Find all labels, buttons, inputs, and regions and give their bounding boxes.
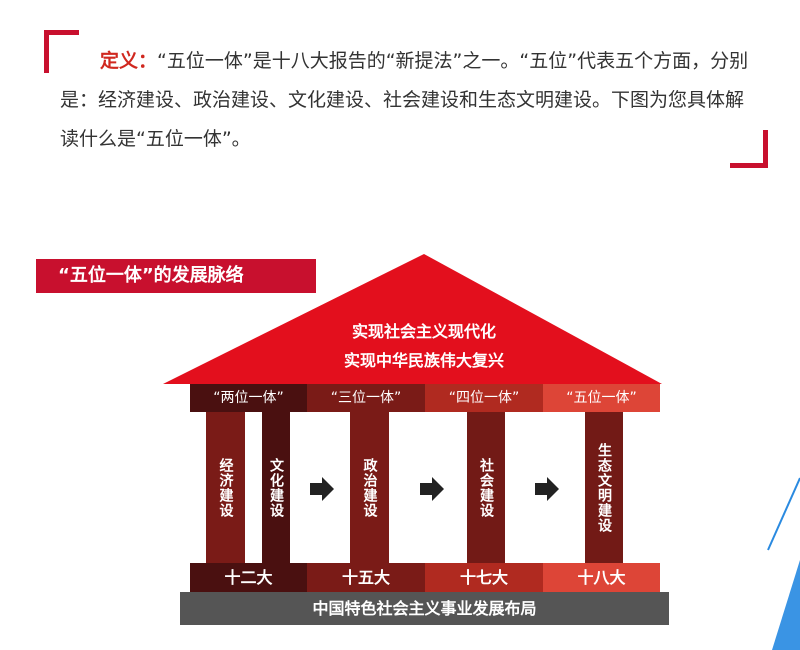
stage-header: “五位一体” — [543, 384, 660, 412]
corner-bracket-bottom-right — [730, 130, 768, 168]
definition-paragraph: 定义：“五位一体”是十八大报告的“新提法”之一。“五位”代表五个方面，分别是：经… — [60, 42, 760, 159]
stage-header: “三位一体” — [307, 384, 425, 412]
stage-header: “四位一体” — [425, 384, 543, 412]
congress-label: 十七大 — [425, 563, 543, 592]
arrow-icon — [420, 477, 444, 501]
roof-line-1: 实现社会主义现代化 — [351, 322, 496, 341]
congress-label: 十二大 — [190, 563, 307, 592]
arrow-icon — [535, 477, 559, 501]
pillar-political: 政治建设 — [350, 412, 389, 563]
congress-label: 十五大 — [307, 563, 425, 592]
definition-text: “五位一体”是十八大报告的“新提法”之一。“五位”代表五个方面，分别是：经济建设… — [60, 50, 749, 150]
pillar-economic: 经济建设 — [206, 412, 245, 563]
corner-bracket-top-left — [44, 30, 79, 73]
decor-line — [767, 477, 800, 551]
section-banner: “五位一体”的发展脉络 — [36, 259, 316, 293]
stage-header: “两位一体” — [190, 384, 307, 412]
pillar-ecological: 生态文明建设 — [585, 412, 623, 563]
congress-label: 十八大 — [543, 563, 660, 592]
decor-triangle — [772, 560, 800, 650]
roof-line-2: 实现中华民族伟大复兴 — [343, 351, 504, 370]
roof-triangle — [163, 254, 662, 384]
pillar-cultural: 文化建设 — [262, 412, 290, 563]
pillar-social: 社会建设 — [467, 412, 505, 563]
definition-label: 定义： — [100, 50, 158, 72]
foundation-base: 中国特色社会主义事业发展布局 — [180, 592, 669, 625]
arrow-icon — [310, 477, 334, 501]
